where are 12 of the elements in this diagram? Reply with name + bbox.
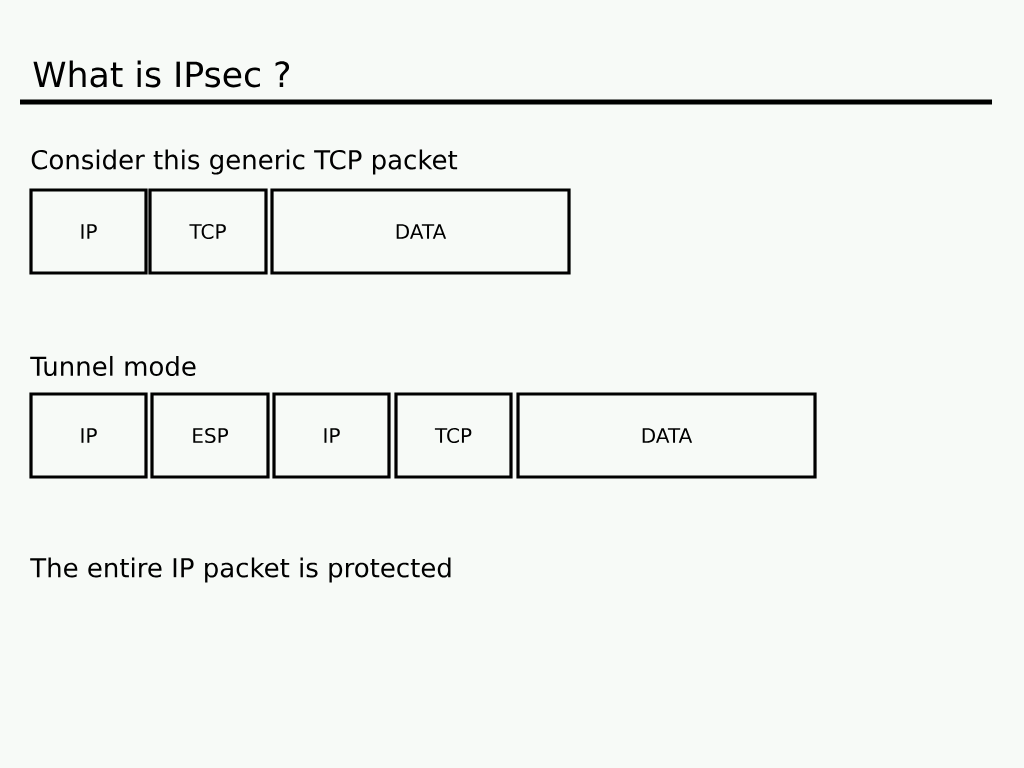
packet-field-box: IP (29, 188, 148, 275)
packet-field-box: DATA (516, 392, 817, 479)
packet-field-box: TCP (394, 392, 513, 479)
caption-text: The entire IP packet is protected (30, 557, 451, 583)
packet-field-box: ESP (150, 392, 270, 479)
caption-text: Tunnel mode (30, 355, 196, 377)
packet-field-box: IP (29, 392, 148, 479)
packet-field-box: DATA (270, 188, 571, 275)
packet-field-box: IP (272, 392, 391, 479)
title: What is IPsec ? (33, 60, 290, 88)
packet-field-box: TCP (148, 188, 268, 275)
caption-text: Consider this generic TCP packet (31, 149, 458, 175)
